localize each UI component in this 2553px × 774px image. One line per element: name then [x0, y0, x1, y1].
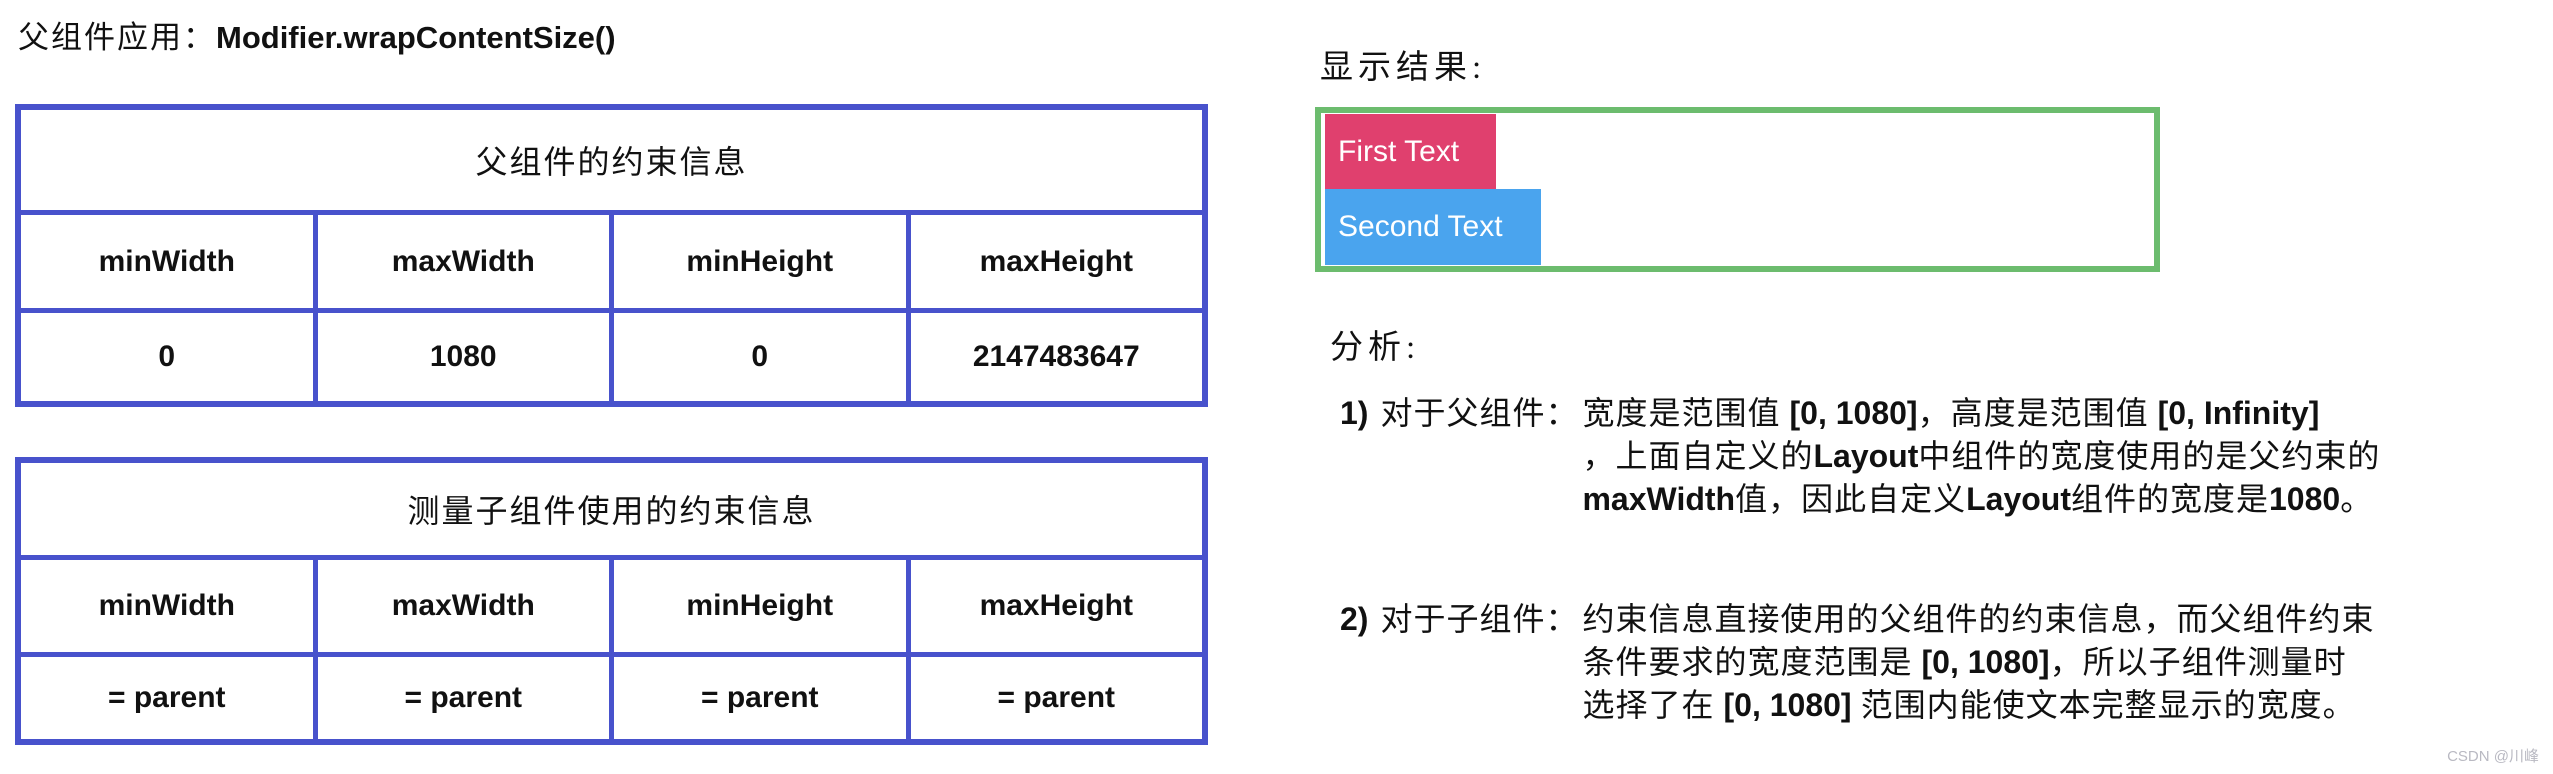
- analysis-item-2-number: 2): [1340, 601, 1369, 637]
- child-value-minheight: = parent: [609, 657, 906, 739]
- analysis-item-child: 2) 对于子组件： 约束信息直接使用的父组件的约束信息，而父组件约束 条件要求的…: [1340, 598, 2374, 727]
- parent-value-maxheight: 2147483647: [905, 313, 1203, 401]
- parent-value-minheight: 0: [609, 313, 906, 401]
- parent-value-maxwidth: 1080: [312, 313, 610, 401]
- analysis-item-2-line-2: 条件要求的宽度范围是 [0, 1080]，所以子组件测量时: [1582, 644, 2347, 680]
- parent-header-maxwidth: maxWidth: [312, 215, 610, 308]
- child-header-minheight: minHeight: [609, 560, 906, 652]
- title-code-modifier: Modifier.wrapContentSize(): [216, 20, 616, 55]
- analysis-item-2-topic: 对于子组件：: [1380, 601, 1579, 637]
- analysis-item-1-number: 1): [1340, 395, 1369, 431]
- analysis-item-2-line-3: 选择了在 [0, 1080] 范围内能使文本完整显示的宽度。: [1582, 687, 2356, 723]
- analysis-item-1-line-1: 宽度是范围值 [0, 1080]，高度是范围值 [0, Infinity]: [1582, 395, 2320, 431]
- parent-table-header-row: minWidth maxWidth minHeight maxHeight: [21, 215, 1202, 313]
- child-table-value-row: = parent = parent = parent = parent: [21, 657, 1202, 739]
- parent-table-value-row: 0 1080 0 2147483647: [21, 313, 1202, 401]
- child-table-caption: 测量子组件使用的约束信息: [21, 463, 1202, 560]
- analysis-item-2-text: 约束信息直接使用的父组件的约束信息，而父组件约束 条件要求的宽度范围是 [0, …: [1582, 598, 2374, 727]
- parent-header-maxheight: maxHeight: [905, 215, 1203, 308]
- layout-result-box: First Text Second Text: [1315, 107, 2160, 272]
- analysis-item-parent: 1) 对于父组件： 宽度是范围值 [0, 1080]，高度是范围值 [0, In…: [1340, 392, 2380, 521]
- parent-value-minwidth: 0: [158, 340, 176, 373]
- analysis-section-label: 分析:: [1330, 330, 1421, 366]
- child-constraints-table: 测量子组件使用的约束信息 minWidth maxWidth minHeight…: [15, 457, 1208, 745]
- first-text-label: First Text: [1338, 134, 1460, 168]
- page-title: 父组件应用：Modifier.wrapContentSize(): [18, 12, 616, 57]
- analysis-item-1-text: 宽度是范围值 [0, 1080]，高度是范围值 [0, Infinity] ，上…: [1582, 392, 2380, 521]
- child-table-header-row: minWidth maxWidth minHeight maxHeight: [21, 560, 1202, 657]
- child-value-minwidth: = parent: [107, 681, 226, 714]
- title-prefix: 父组件应用：: [18, 20, 216, 55]
- result-section-label: 显示结果:: [1320, 50, 1487, 86]
- parent-table-caption: 父组件的约束信息: [21, 110, 1202, 215]
- analysis-item-1-line-3: maxWidth值，因此自定义Layout组件的宽度是1080。: [1582, 481, 2374, 517]
- child-header-maxwidth: maxWidth: [312, 560, 610, 652]
- child-value-maxheight: = parent: [905, 657, 1203, 739]
- csdn-watermark: CSDN @川峰: [2447, 748, 2539, 765]
- second-text-label: Second Text: [1338, 210, 1503, 243]
- parent-header-minwidth: minWidth: [98, 244, 235, 278]
- analysis-item-1-topic: 对于父组件：: [1380, 395, 1579, 431]
- analysis-item-1-line-2: ，上面自定义的Layout中组件的宽度使用的是父约束的: [1582, 438, 2381, 474]
- child-header-minwidth: minWidth: [98, 589, 235, 622]
- child-value-maxwidth: = parent: [312, 657, 610, 739]
- second-text-chip: Second Text: [1325, 189, 1541, 265]
- first-text-chip: First Text: [1325, 114, 1496, 189]
- parent-constraints-table: 父组件的约束信息 minWidth maxWidth minHeight max…: [15, 104, 1208, 407]
- child-header-maxheight: maxHeight: [905, 560, 1203, 652]
- analysis-item-2-line-1: 约束信息直接使用的父组件的约束信息，而父组件约束: [1582, 601, 2375, 637]
- parent-header-minheight: minHeight: [609, 215, 906, 308]
